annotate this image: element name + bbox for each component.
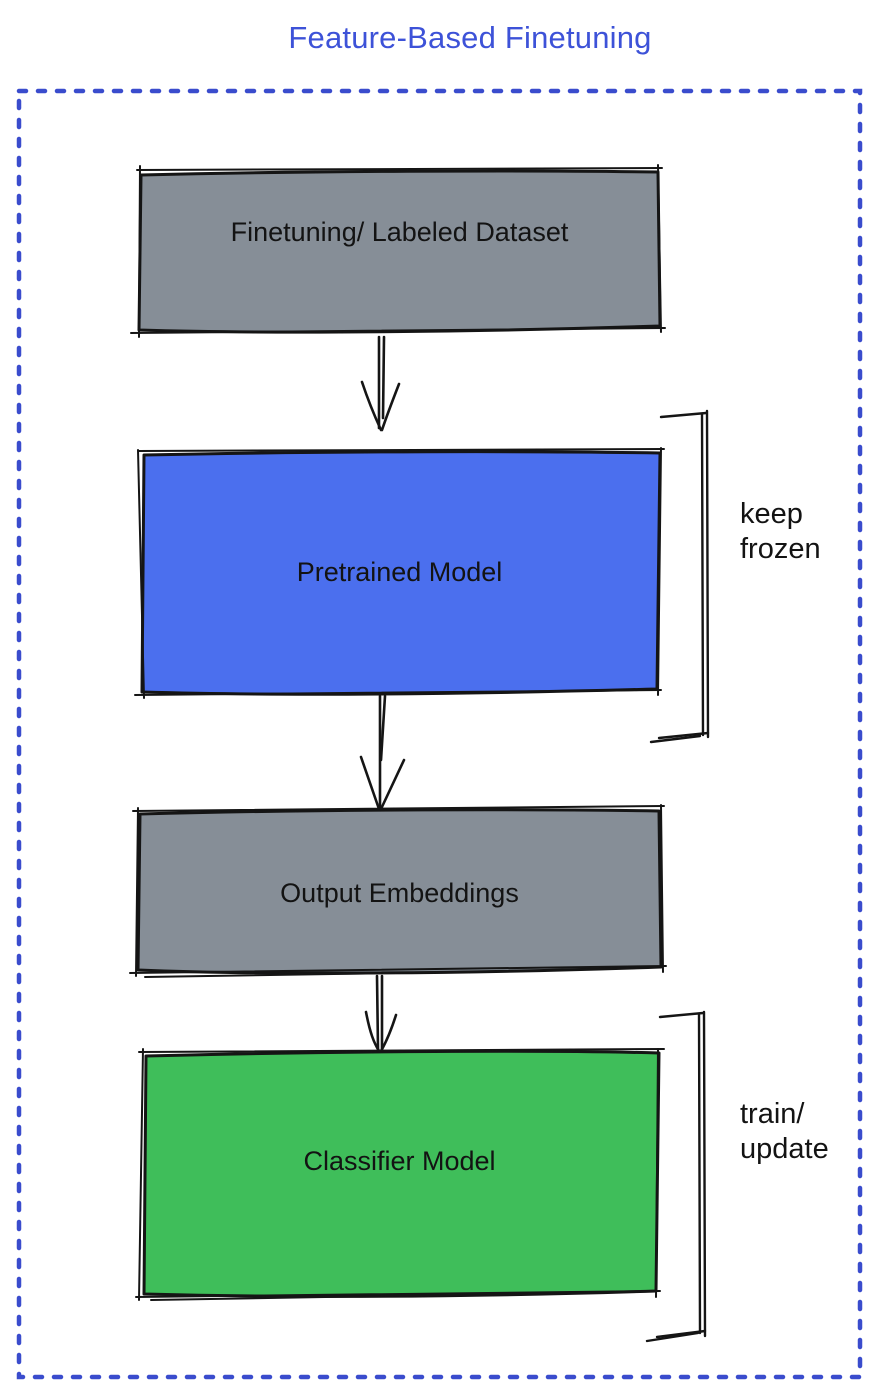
node-embeddings-box bbox=[129, 804, 667, 978]
node-embeddings-sketch-lines bbox=[129, 804, 667, 978]
arrow-dataset-to-pretrained bbox=[360, 335, 401, 432]
dashed-frame bbox=[16, 88, 863, 1380]
train-update-label: train/ update bbox=[740, 1098, 829, 1165]
node-dataset-label: Finetuning/ Labeled Dataset bbox=[230, 217, 569, 247]
node-classifier-box bbox=[135, 1048, 665, 1301]
node-pretrained-label: Pretrained Model bbox=[296, 557, 503, 587]
diagram-title: Feature-Based Finetuning bbox=[288, 20, 652, 55]
node-embeddings-label: Output Embeddings bbox=[280, 878, 519, 908]
node-pretrained-sketch-lines bbox=[134, 447, 665, 699]
node-dataset-fill bbox=[137, 169, 662, 334]
train-update-bracket bbox=[645, 1010, 707, 1343]
node-dataset-sketch-lines bbox=[130, 164, 666, 338]
node-pretrained-box bbox=[134, 447, 665, 699]
node-dataset-box bbox=[130, 164, 666, 338]
arrow-embeddings-to-classifier bbox=[364, 974, 398, 1053]
node-classifier-label: Classifier Model bbox=[303, 1146, 496, 1176]
keep-frozen-bracket bbox=[649, 409, 710, 744]
keep-frozen-label: keep frozen bbox=[740, 498, 821, 565]
arrow-pretrained-to-embeddings bbox=[359, 694, 406, 811]
node-classifier-sketch-lines bbox=[135, 1048, 665, 1301]
